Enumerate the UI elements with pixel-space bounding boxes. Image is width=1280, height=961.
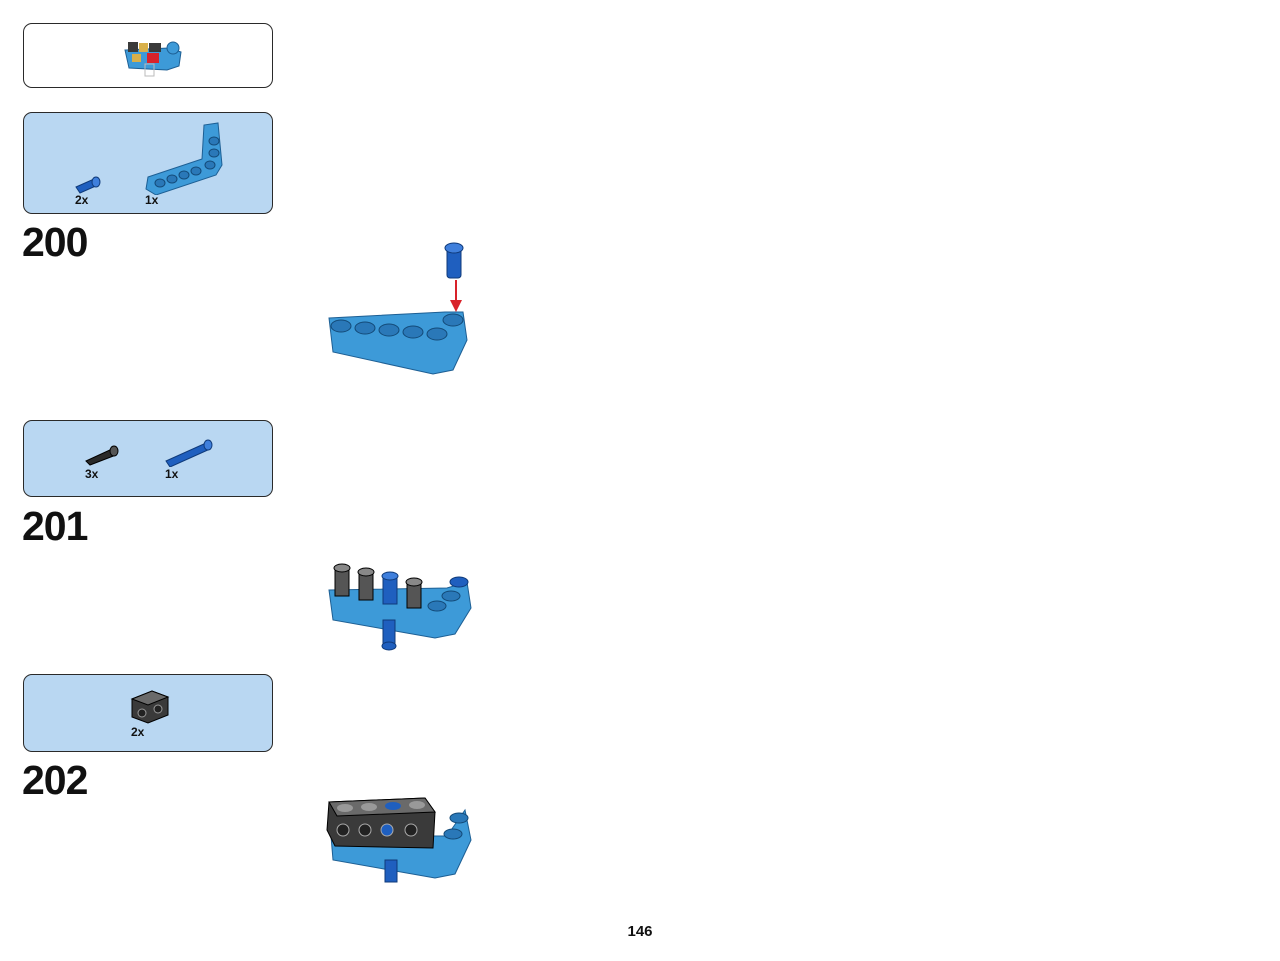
parts-callout-200: 2x 1x — [23, 112, 273, 214]
parts-callout-201: 3x 1x — [23, 420, 273, 497]
part-quantity: 1x — [165, 467, 179, 481]
part-quantity: 3x — [85, 467, 99, 481]
step-200-build-illustration — [328, 242, 468, 375]
gray-brick-with-holes-icon — [130, 690, 170, 724]
black-friction-pin-icon — [85, 445, 119, 466]
step-number: 202 — [22, 757, 88, 803]
submodel-reference-box — [23, 23, 273, 88]
blue-axle-pin-icon — [75, 176, 101, 194]
part-quantity: 1x — [145, 193, 159, 207]
blue-angled-beam-icon — [145, 122, 223, 195]
parts-callout-202: 2x — [23, 674, 273, 752]
part-quantity: 2x — [75, 193, 89, 207]
step-number: 201 — [22, 503, 88, 549]
step-202-build-illustration — [326, 797, 472, 883]
step-number: 200 — [22, 219, 88, 265]
submodel-assembly-icon — [124, 41, 182, 77]
blue-long-pin-icon — [165, 439, 213, 467]
part-quantity: 2x — [131, 725, 145, 739]
page-number: 146 — [627, 923, 653, 940]
step-201-build-illustration — [328, 563, 472, 651]
